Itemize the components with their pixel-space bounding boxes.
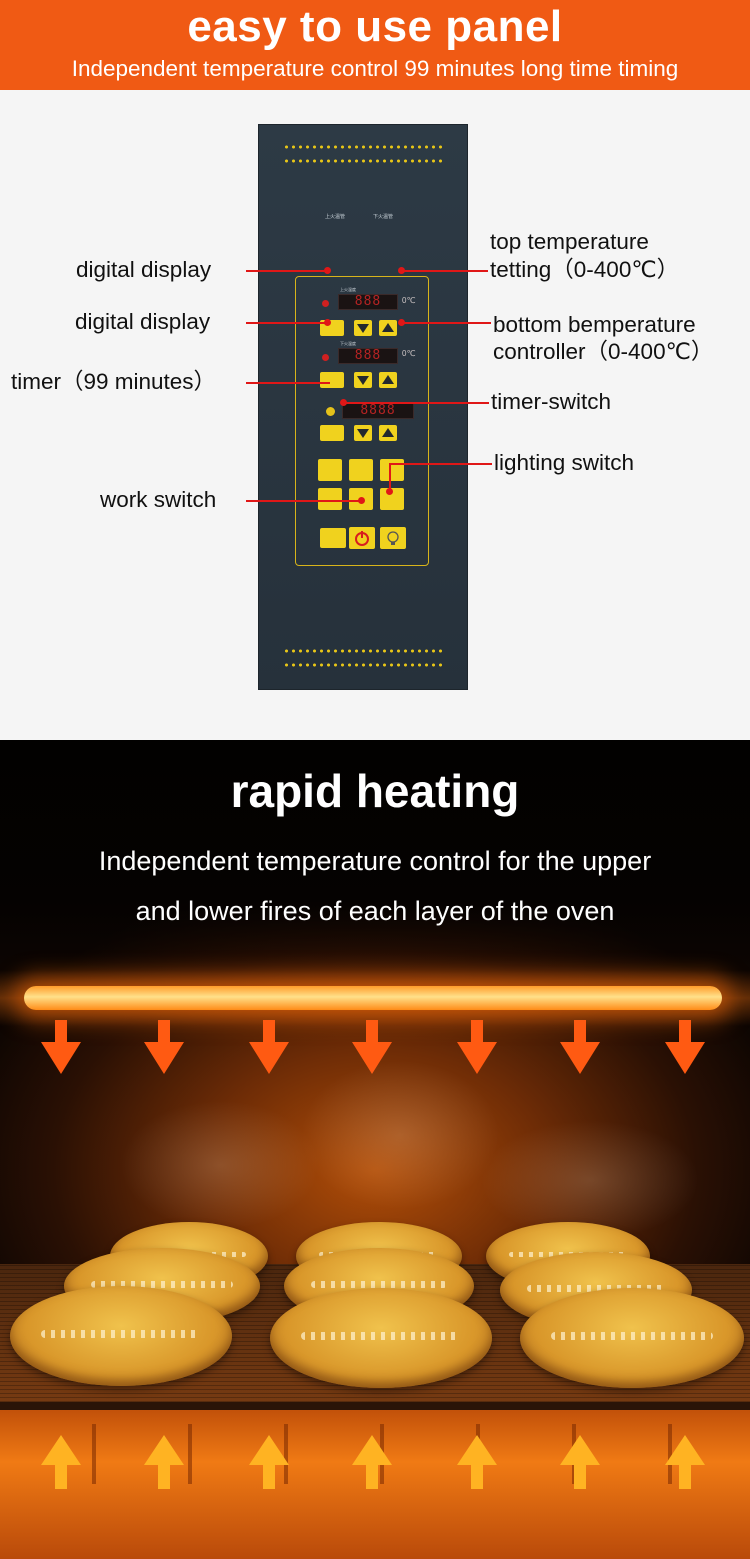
rapid-heating-text-line1: Independent temperature control for the …	[98, 846, 652, 876]
leader-bottom-temperature	[402, 322, 491, 324]
leader-work-switch	[246, 500, 362, 502]
leader-dot	[398, 267, 405, 274]
rapid-heating-text-line2: and lower fires of each layer of the ove…	[135, 896, 615, 926]
callout-bottom-temperature-line2: controller（0-400℃）	[493, 339, 714, 364]
banner-title: easy to use panel	[187, 2, 563, 51]
heat-arrow-down-icon	[144, 1020, 184, 1074]
timer-set-button[interactable]	[320, 425, 344, 441]
leader-dot	[386, 488, 393, 495]
heat-arrow-up-icon	[41, 1435, 81, 1489]
bottom-temperature-display: 888	[338, 348, 398, 364]
heat-arrow-up-icon	[144, 1435, 184, 1489]
callout-timer-switch: timer-switch	[491, 389, 612, 414]
heat-arrow-down-icon	[665, 1020, 705, 1074]
bread-loaf	[520, 1288, 744, 1388]
callout-top-temperature-line1: top temperature	[490, 229, 649, 254]
leader-top-temperature	[402, 270, 488, 272]
leader-dot	[324, 267, 331, 274]
alarm-clock-icon	[326, 407, 335, 416]
banner-subtitle: Independent temperature control 99 minut…	[71, 56, 679, 81]
panel-label-lower-tube: 下火温管	[373, 214, 394, 220]
bread-loaf	[270, 1288, 492, 1388]
leader-dot	[340, 399, 347, 406]
timer-down-button[interactable]	[354, 425, 372, 441]
heat-arrow-up-icon	[665, 1435, 705, 1489]
bottom-set-button[interactable]	[320, 372, 344, 388]
steam	[120, 1100, 320, 1230]
bottom-temp-up-button[interactable]	[379, 372, 397, 388]
indicator-dots-top-2	[283, 159, 445, 163]
leader-dot	[324, 319, 331, 326]
leader-timer-switch	[344, 402, 489, 404]
oven-control-panel: 上火温管 下火温管 上火温度 888 0℃ 下火温度 888 0℃ 8888	[258, 124, 468, 690]
indicator-dots-bottom	[283, 649, 445, 653]
heat-arrow-down-icon	[560, 1020, 600, 1074]
work-mode-button[interactable]	[320, 528, 346, 548]
keypad-key-2[interactable]	[349, 459, 373, 481]
keypad-key-4[interactable]	[318, 488, 342, 510]
control-area: 上火温度 888 0℃ 下火温度 888 0℃ 8888	[295, 276, 429, 566]
callout-lighting-switch: lighting switch	[494, 450, 635, 475]
heat-arrow-down-icon	[249, 1020, 289, 1074]
timer-display: 8888	[342, 403, 414, 419]
rapid-heating-title: rapid heating	[230, 765, 520, 817]
callout-work-switch: work switch	[100, 487, 217, 512]
bottom-indicator-dot	[322, 354, 329, 361]
callout-top-temperature-line2: tetting（0-400℃）	[490, 257, 680, 282]
callout-timer: timer（99 minutes）	[11, 369, 217, 394]
leader-dot	[358, 497, 365, 504]
leader-dot	[398, 319, 405, 326]
top-temp-down-button[interactable]	[354, 320, 372, 336]
heat-arrow-up-icon	[249, 1435, 289, 1489]
heat-arrow-down-icon	[41, 1020, 81, 1074]
power-icon	[355, 531, 369, 546]
control-panel-section: 上火温管 下火温管 上火温度 888 0℃ 下火温度 888 0℃ 8888	[0, 90, 750, 740]
steam	[300, 1060, 500, 1210]
keypad-key-1[interactable]	[318, 459, 342, 481]
leader-lighting-switch	[390, 463, 492, 465]
light-bulb-icon	[387, 531, 399, 545]
top-temp-up-button[interactable]	[379, 320, 397, 336]
top-degree-symbol: 0℃	[402, 296, 416, 305]
upper-heating-tube	[24, 986, 722, 1010]
callout-bottom-temperature-line1: bottom bemperature	[493, 312, 696, 337]
leader-digital-display-top	[246, 270, 326, 272]
heat-arrow-up-icon	[352, 1435, 392, 1489]
bottom-temp-down-button[interactable]	[354, 372, 372, 388]
light-button[interactable]	[380, 527, 406, 549]
upper-temp-label: 上火温度	[340, 287, 356, 292]
timer-up-button[interactable]	[379, 425, 397, 441]
heat-arrow-up-icon	[457, 1435, 497, 1489]
heat-arrow-down-icon	[457, 1020, 497, 1074]
bottom-degree-symbol: 0℃	[402, 349, 416, 358]
indicator-dots-bottom-2	[283, 663, 445, 667]
callout-digital-display-bottom: digital display	[75, 309, 211, 334]
leader-timer	[246, 382, 330, 384]
rapid-heating-section: rapid heating Independent temperature co…	[0, 740, 750, 1559]
top-indicator-dot	[322, 300, 329, 307]
lower-temp-label: 下火温度	[340, 341, 356, 346]
callout-digital-display-top: digital display	[76, 257, 212, 282]
leader-digital-display-bottom	[246, 322, 326, 324]
top-temperature-display: 888	[338, 294, 398, 310]
heat-arrow-up-icon	[560, 1435, 600, 1489]
bread-loaf	[10, 1286, 232, 1386]
steam	[480, 1120, 700, 1240]
panel-label-upper-tube: 上火温管	[325, 214, 346, 220]
heat-arrow-down-icon	[352, 1020, 392, 1074]
power-button[interactable]	[349, 527, 375, 549]
indicator-dots-top	[283, 145, 445, 149]
top-banner: easy to use panel Independent temperatur…	[0, 0, 750, 90]
leader-lighting-switch-vertical	[389, 463, 391, 491]
